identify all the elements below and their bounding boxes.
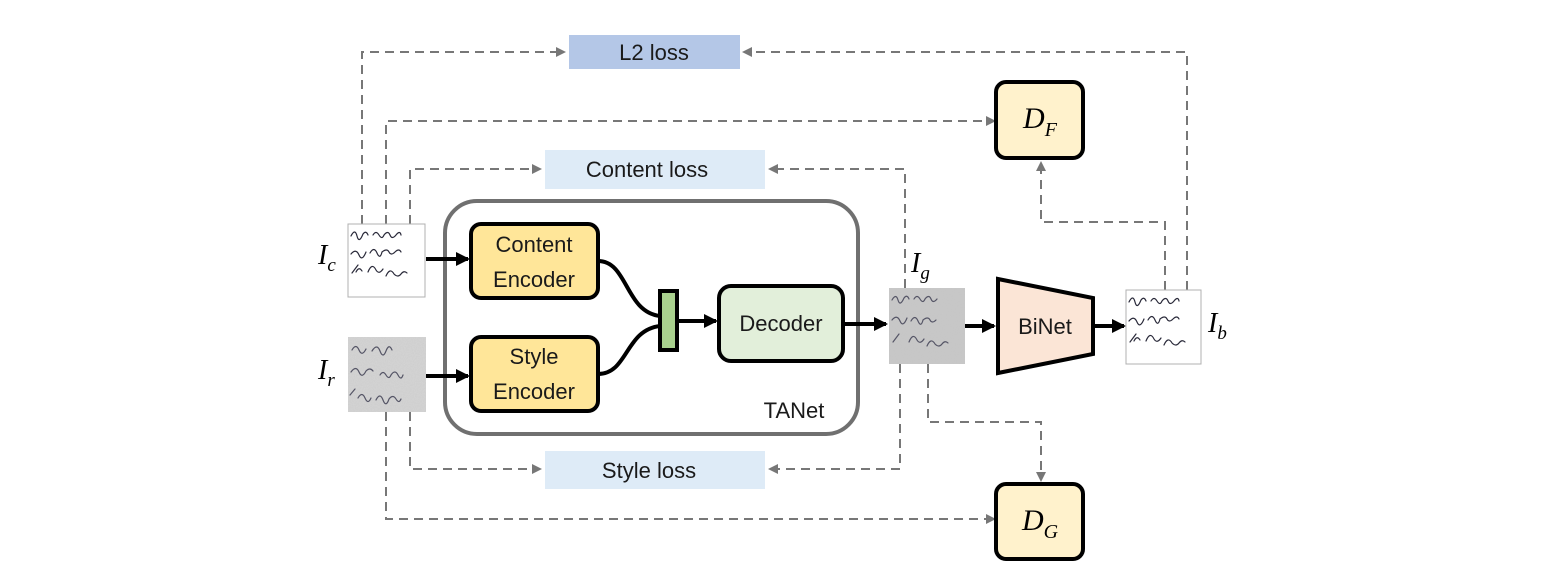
connector-ib-to-l2-loss — [742, 47, 1188, 290]
dg-label: DG — [1021, 504, 1059, 543]
label-ir-base: I — [317, 355, 329, 386]
label-ic-base: I — [317, 240, 329, 271]
connector-ir-to-dg — [385, 412, 996, 524]
image-ir — [348, 337, 426, 412]
label-ic: Ic — [317, 240, 336, 276]
label-ig-base: I — [910, 248, 922, 279]
image-ic-handwriting — [350, 231, 408, 277]
feature-fusion-bar — [658, 289, 679, 352]
content-encoder-label-line2: Encoder — [493, 267, 575, 292]
image-ic — [347, 223, 426, 298]
connector-ib-to-df — [1036, 161, 1166, 290]
connector-ig-to-dg — [927, 364, 1046, 482]
label-ic-sub: c — [327, 255, 336, 276]
label-ib-sub: b — [1217, 323, 1227, 344]
binet-label: BiNet — [1018, 314, 1072, 339]
label-ib-base: I — [1207, 308, 1219, 339]
discriminator-df: DF — [994, 80, 1085, 160]
content-encoder-label-line1: Content — [495, 232, 572, 257]
discriminator-dg: DG — [994, 482, 1085, 561]
image-ig-noise — [889, 288, 965, 364]
connector-ig-to-style-loss — [768, 364, 901, 474]
style-loss-box: Style loss — [545, 451, 765, 489]
solid-flow-arrows — [426, 252, 1126, 383]
dg-box — [994, 482, 1085, 561]
label-ir-sub: r — [327, 370, 335, 391]
l2-loss-box: L2 loss — [569, 35, 740, 69]
image-ig — [889, 288, 965, 364]
binet-trapezoid — [996, 276, 1095, 376]
style-loss-bg — [545, 451, 765, 489]
image-ic-frame — [347, 223, 426, 298]
style-loss-label: Style loss — [602, 458, 696, 483]
connector-ic-to-content-loss — [409, 164, 542, 224]
l2-loss-label: L2 loss — [619, 40, 689, 65]
content-loss-label: Content loss — [586, 157, 708, 182]
connector-ic-to-df — [385, 116, 996, 224]
image-ir-handwriting — [349, 345, 404, 405]
style-encoder-label-line1: Style — [510, 344, 559, 369]
df-label-sub: F — [1044, 119, 1058, 141]
image-ib — [1125, 289, 1202, 365]
connector-ir-to-style-loss — [409, 412, 542, 474]
connector-ic-to-l2-loss — [361, 47, 566, 224]
label-ig: Ig — [910, 248, 930, 284]
style-encoder-label-line2: Encoder — [493, 379, 575, 404]
df-box — [994, 80, 1085, 160]
image-ib-frame — [1125, 289, 1202, 365]
dg-label-sub: G — [1044, 521, 1059, 543]
content-to-fusion-curve — [597, 259, 661, 318]
image-ib-handwriting — [1128, 297, 1186, 346]
decoder-label: Decoder — [739, 311, 822, 336]
label-ir: Ir — [317, 355, 335, 391]
style-to-fusion-curve — [597, 324, 661, 376]
dashed-connectors — [361, 47, 1188, 524]
l2-loss-bg — [569, 35, 740, 69]
binet-module: BiNet — [996, 276, 1095, 376]
tanet-border — [443, 199, 860, 436]
tanet-label: TANet — [764, 398, 825, 423]
df-label-base: D — [1022, 102, 1045, 135]
content-loss-bg — [545, 150, 765, 189]
tanet-module: TANet Content Encoder Style Encoder Deco… — [443, 199, 860, 436]
content-loss-box: Content loss — [545, 150, 765, 189]
dg-label-base: D — [1021, 504, 1044, 537]
image-ig-handwriting — [891, 295, 949, 347]
connector-ig-to-content-loss — [768, 164, 906, 288]
df-label: DF — [1022, 102, 1058, 141]
label-ib: Ib — [1207, 308, 1227, 344]
label-ig-sub: g — [920, 263, 930, 284]
